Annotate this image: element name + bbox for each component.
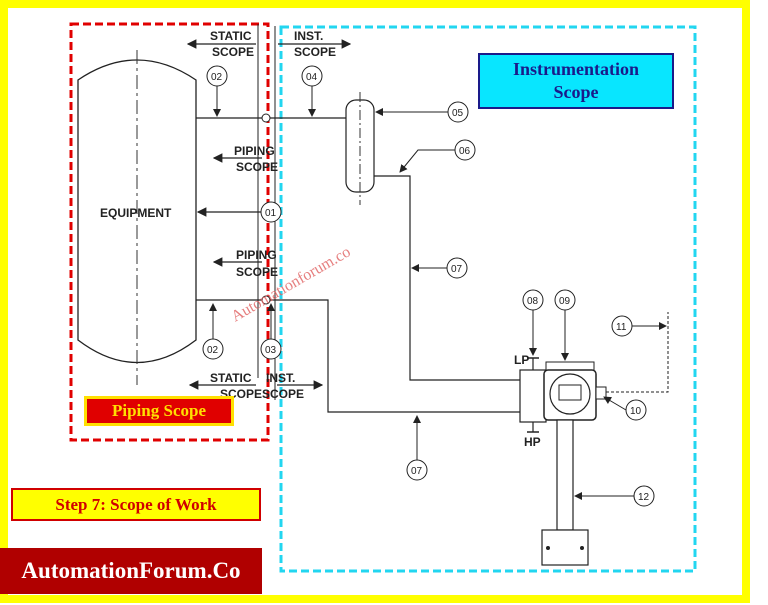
piping-scope-a-text2: SCOPE	[236, 160, 278, 174]
static-scope-top-text2: SCOPE	[212, 45, 254, 59]
piping-scope-region	[69, 22, 270, 442]
piping-scope-b-text1: PIPING	[236, 248, 277, 262]
base-bolt-right	[580, 546, 584, 550]
tag-06: 06	[459, 146, 471, 157]
tag-12: 12	[638, 492, 650, 503]
brand-banner: AutomationForum.Co	[0, 548, 262, 594]
inst-scope-bottom-text2: SCOPE	[262, 387, 304, 401]
upper-isolation-valve	[261, 113, 271, 123]
piping-scope-b-text2: SCOPE	[236, 265, 278, 279]
tag-02b: 02	[207, 345, 219, 356]
transmitter-display	[558, 384, 582, 401]
transmitter-display-ring	[549, 373, 591, 415]
inst-scope-top-text2: SCOPE	[294, 45, 336, 59]
tag-09: 09	[559, 296, 571, 307]
tag-07a: 07	[451, 264, 463, 275]
manifold	[519, 369, 547, 423]
base-bolt-left	[546, 546, 550, 550]
lower-isolation-valve	[261, 295, 271, 305]
tag-10-leader	[603, 396, 627, 411]
tag-02a: 02	[211, 72, 223, 83]
hp-label: HP	[524, 435, 541, 449]
tag-03: 03	[265, 345, 277, 356]
tag-11: 11	[616, 322, 627, 333]
lp-label: LP	[514, 353, 529, 367]
tag-04: 04	[306, 72, 318, 83]
instrumentation-scope-line1: Instrumentation	[512, 59, 639, 79]
tag-08: 08	[527, 296, 539, 307]
static-scope-top-text1: STATIC	[210, 29, 252, 43]
tag-06-leader	[399, 149, 455, 173]
tag-10: 10	[630, 406, 642, 417]
signal-cable	[606, 312, 669, 393]
tag-01-bubble	[260, 201, 282, 223]
seal-pot-impulse-line	[398, 175, 522, 381]
yellow-frame	[0, 0, 750, 603]
piping-scope-label: Piping Scope	[84, 396, 234, 426]
tag-05: 05	[452, 108, 464, 119]
equipment-label: EQUIPMENT	[100, 206, 172, 220]
step-title: Step 7: Scope of Work	[11, 488, 261, 521]
static-scope-bottom-text1: STATIC	[210, 371, 252, 385]
instrumentation-scope-region	[279, 25, 697, 573]
piping-scope-a-text1: PIPING	[234, 144, 275, 158]
tag-07b: 07	[411, 466, 423, 477]
instrumentation-scope-line2: Scope	[553, 82, 599, 102]
inst-scope-top-text1: INST.	[294, 29, 323, 43]
support-stand-post	[556, 419, 574, 531]
inst-scope-bottom-text1: INST.	[266, 371, 295, 385]
cable-gland	[595, 386, 607, 400]
tag-01: 01	[265, 208, 277, 219]
